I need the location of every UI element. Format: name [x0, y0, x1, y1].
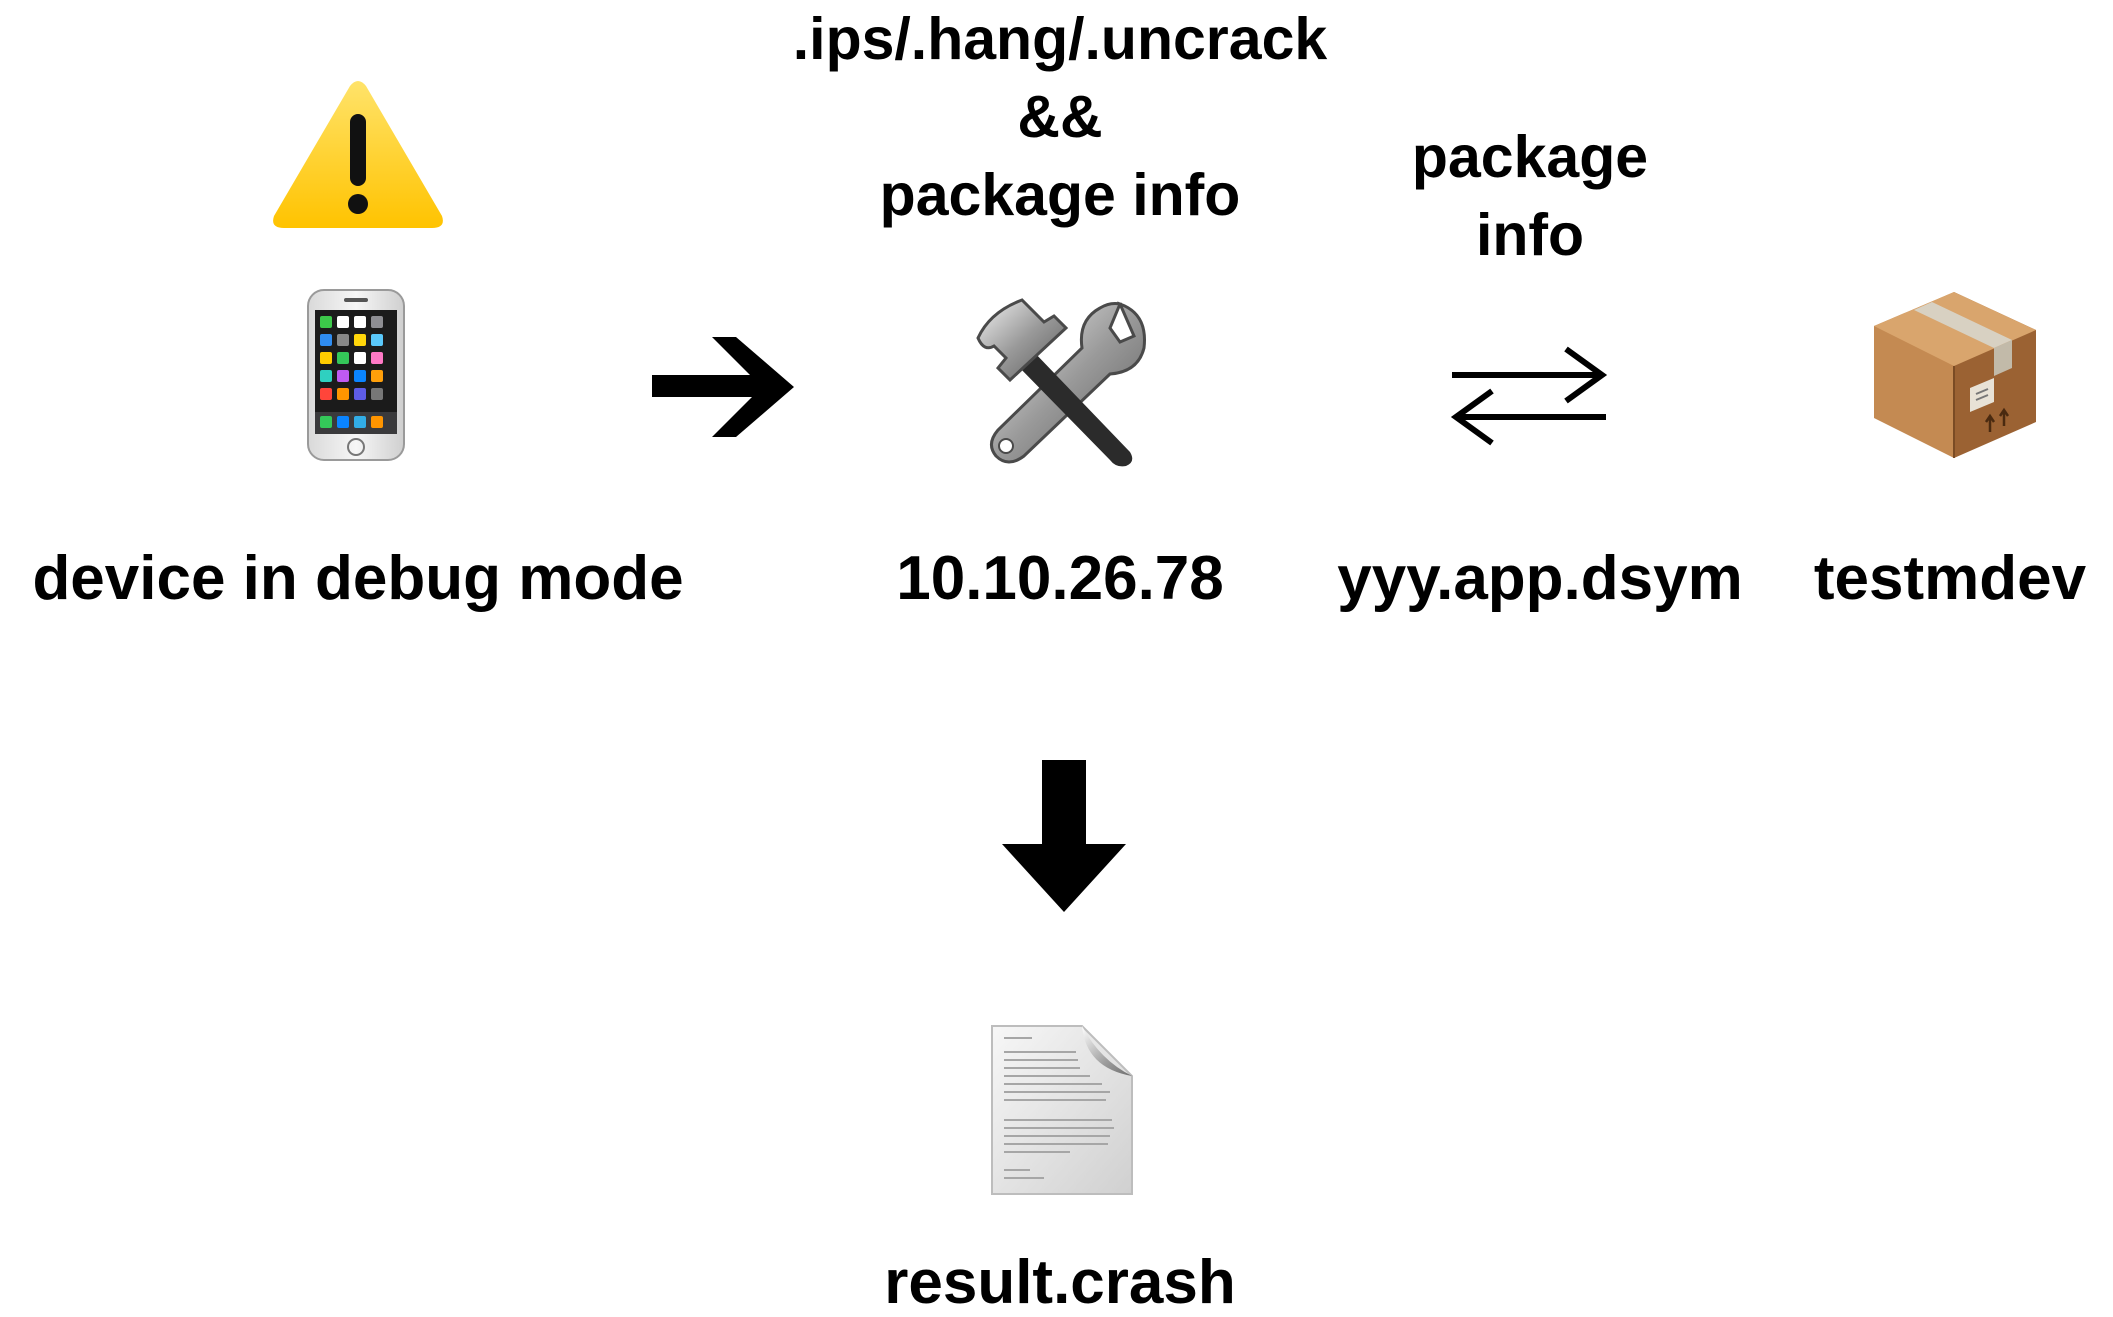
edge-label-line: &&	[1017, 84, 1103, 150]
warning-icon	[270, 78, 446, 230]
dsym-label: yyy.app.dsym	[1337, 544, 1743, 613]
arrow-down-icon	[1000, 758, 1128, 914]
edge-label-line: .ips/.hang/.uncrack	[792, 6, 1328, 72]
exchange-arrows-icon	[1448, 345, 1610, 449]
arrow-right-icon	[650, 335, 796, 439]
document-icon	[990, 1024, 1134, 1196]
package-box-icon	[1872, 290, 2038, 460]
hammer-and-wrench-icon	[970, 292, 1152, 468]
device-label: device in debug mode	[32, 544, 684, 613]
server-inputs-edge-label: .ips/.hang/.uncrack && package info	[740, 0, 1380, 234]
edge-label-line: package info	[879, 162, 1241, 228]
package-exchange-edge-label: package info	[1340, 118, 1720, 274]
edge-label-line: package	[1411, 124, 1649, 190]
server-label: 10.10.26.78	[896, 544, 1224, 613]
result-label: result.crash	[884, 1248, 1236, 1317]
edge-label-line: info	[1475, 202, 1585, 268]
iphone-icon	[306, 288, 406, 462]
testmdev-label: testmdev	[1813, 544, 2087, 613]
